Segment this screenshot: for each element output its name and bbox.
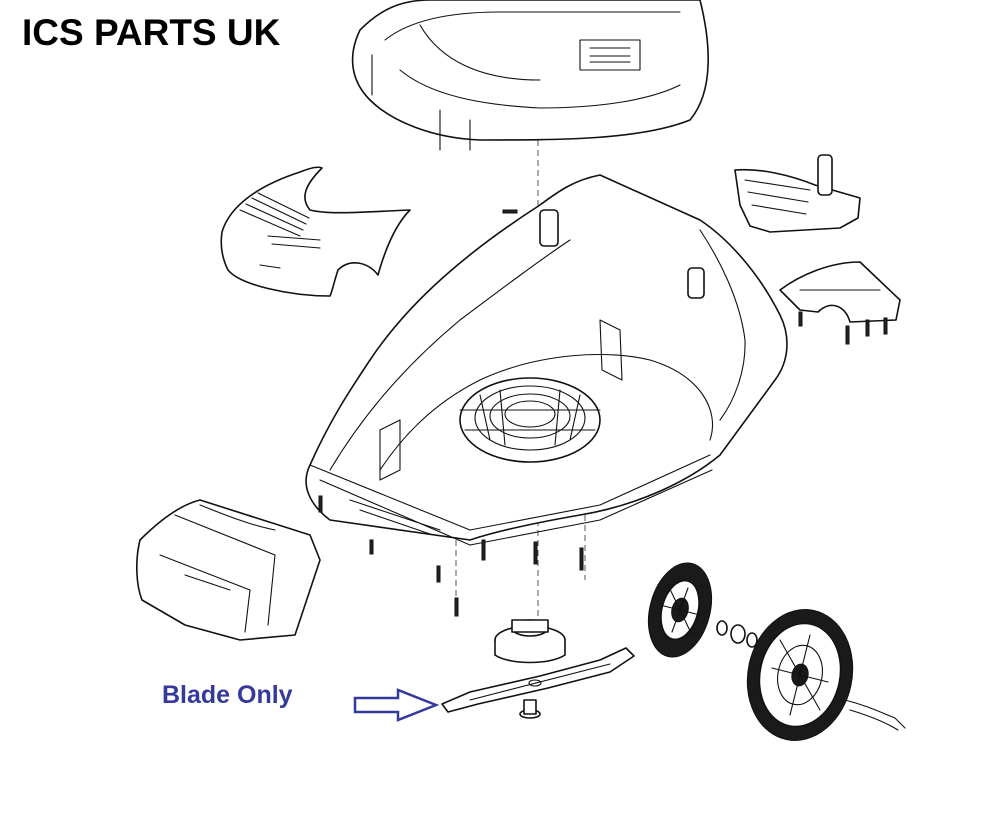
wheel-axle-washers-icon bbox=[716, 620, 758, 648]
rear-cover-plate-icon bbox=[779, 261, 901, 345]
motor-mount-icon bbox=[459, 377, 601, 463]
deck-screws bbox=[318, 209, 584, 617]
grass-box-base-icon bbox=[136, 499, 321, 641]
rear-flap-bracket-icon bbox=[734, 154, 861, 233]
blade-callout-label: Blade Only bbox=[162, 681, 293, 709]
front-wheel-icon bbox=[746, 609, 906, 741]
cutting-blade-icon bbox=[441, 647, 635, 713]
blade-bolt-icon bbox=[519, 699, 541, 719]
brand-title: ICS PARTS UK bbox=[22, 12, 281, 53]
mower-deck-icon bbox=[305, 174, 788, 546]
right-arrow-outline-icon bbox=[353, 688, 440, 722]
rear-wheel-hub-icon bbox=[647, 562, 713, 658]
top-cover-icon bbox=[351, 0, 709, 151]
vented-front-hood-icon bbox=[220, 166, 411, 297]
blade-adaptor-icon bbox=[494, 619, 566, 664]
